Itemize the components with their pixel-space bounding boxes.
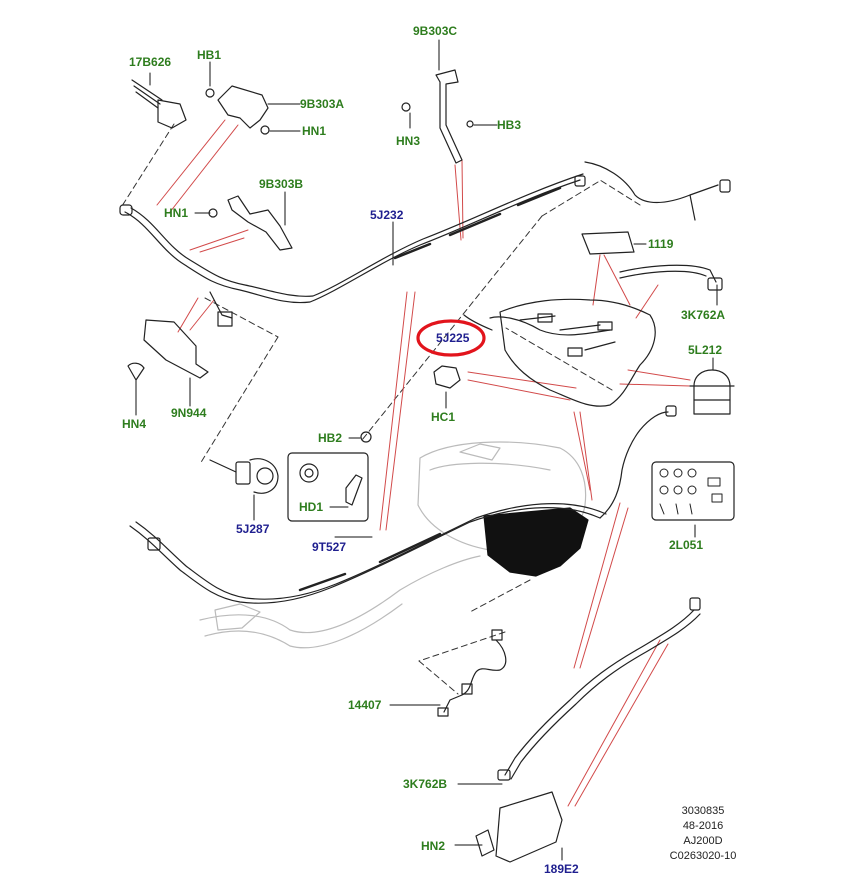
- info-line-3: AJ200D: [683, 835, 723, 847]
- label-14407: 14407: [348, 698, 382, 712]
- label-3k762b: 3K762B: [403, 777, 448, 791]
- label-5l212: 5L212: [688, 343, 723, 357]
- part-9t527-box: [287, 431, 372, 522]
- part-9n944: [127, 319, 209, 381]
- label-hn3: HN3: [396, 134, 421, 148]
- part-1119: [581, 231, 635, 255]
- info-line-2: 48-2016: [682, 820, 724, 832]
- part-189e2: [475, 791, 563, 863]
- label-hb3: HB3: [497, 118, 522, 132]
- label-9n944: 9N944: [171, 406, 207, 420]
- part-17b626: [131, 79, 187, 129]
- part-3k762b: [497, 597, 701, 781]
- label-5j232: 5J232: [370, 208, 404, 222]
- part-2l051-box: [651, 461, 735, 521]
- part-hc1: [433, 365, 461, 389]
- label-9t527: 9T527: [312, 540, 347, 554]
- part-5j225-assembly: [463, 298, 656, 407]
- fuel-tank-ghost: [199, 441, 587, 649]
- label-hd1: HD1: [299, 500, 324, 514]
- label-1119: 1119: [648, 237, 674, 251]
- leader-lines: [156, 119, 691, 807]
- part-9b303c: [401, 69, 474, 164]
- label-9b303a: 9B303A: [300, 97, 345, 111]
- part-14407: [437, 629, 507, 717]
- hose-5j232: [119, 161, 731, 327]
- label-hn1-mid: HN1: [164, 206, 189, 220]
- label-hn4: HN4: [122, 417, 147, 431]
- label-hb1: HB1: [197, 48, 222, 62]
- label-17b626: 17B626: [129, 55, 172, 69]
- part-9b303a: [205, 85, 270, 135]
- label-hn2: HN2: [421, 839, 446, 853]
- part-3k762a: [619, 264, 723, 291]
- label-5j287: 5J287: [236, 522, 270, 536]
- label-9b303c: 9B303C: [413, 24, 458, 38]
- diagram-info-block: 3030835 48-2016 AJ200D C0263020-10: [648, 804, 758, 864]
- label-3k762a: 3K762A: [681, 308, 726, 322]
- lower-fuel-line: [129, 405, 677, 604]
- label-hn1-top: HN1: [302, 124, 327, 138]
- info-line-1: 3030835: [681, 805, 725, 817]
- part-5j287: [209, 458, 279, 494]
- label-leaders: [135, 39, 718, 861]
- part-5l212: [689, 369, 735, 415]
- label-hb2: HB2: [318, 431, 343, 445]
- label-5j225: 5J225: [436, 331, 470, 345]
- fuel-tank-lower: [483, 507, 589, 577]
- highlight-5j225: [416, 319, 486, 357]
- label-hc1: HC1: [431, 410, 456, 424]
- part-9b303b: [208, 195, 293, 251]
- info-line-4: C0263020-10: [669, 850, 737, 862]
- label-9b303b: 9B303B: [259, 177, 304, 191]
- label-189e2: 189E2: [544, 862, 579, 876]
- label-2l051: 2L051: [669, 538, 704, 552]
